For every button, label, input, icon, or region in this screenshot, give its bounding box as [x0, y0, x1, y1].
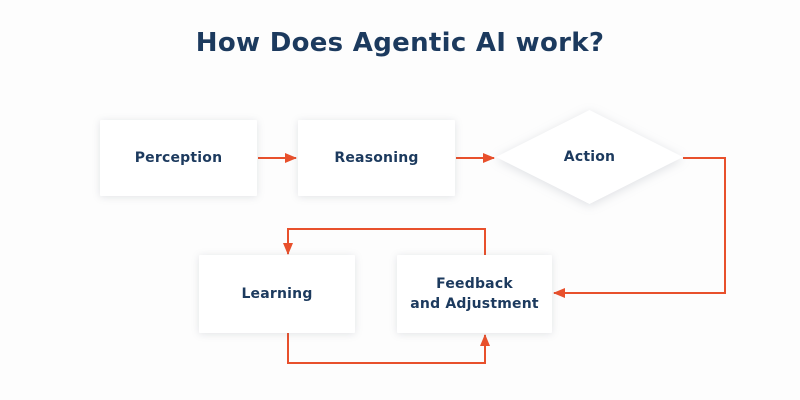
edge-action-to-feedback: [553, 157, 726, 298]
node-feedback: Feedback and Adjustment: [397, 255, 552, 333]
node-perception-label: Perception: [134, 150, 223, 166]
edge-learning-to-feedback: [287, 333, 490, 364]
page-title: How Does Agentic AI work?: [195, 28, 605, 58]
node-action: Action: [496, 110, 683, 204]
node-learning: Learning: [199, 255, 355, 333]
node-perception: Perception: [100, 120, 257, 196]
edge-feedback-to-learning: [283, 228, 486, 255]
node-learning-label: Learning: [241, 286, 313, 302]
node-reasoning: Reasoning: [298, 120, 455, 196]
node-reasoning-label: Reasoning: [334, 150, 419, 166]
node-action-label: Action: [563, 149, 616, 165]
node-feedback-label: Feedback and Adjustment: [410, 276, 539, 312]
